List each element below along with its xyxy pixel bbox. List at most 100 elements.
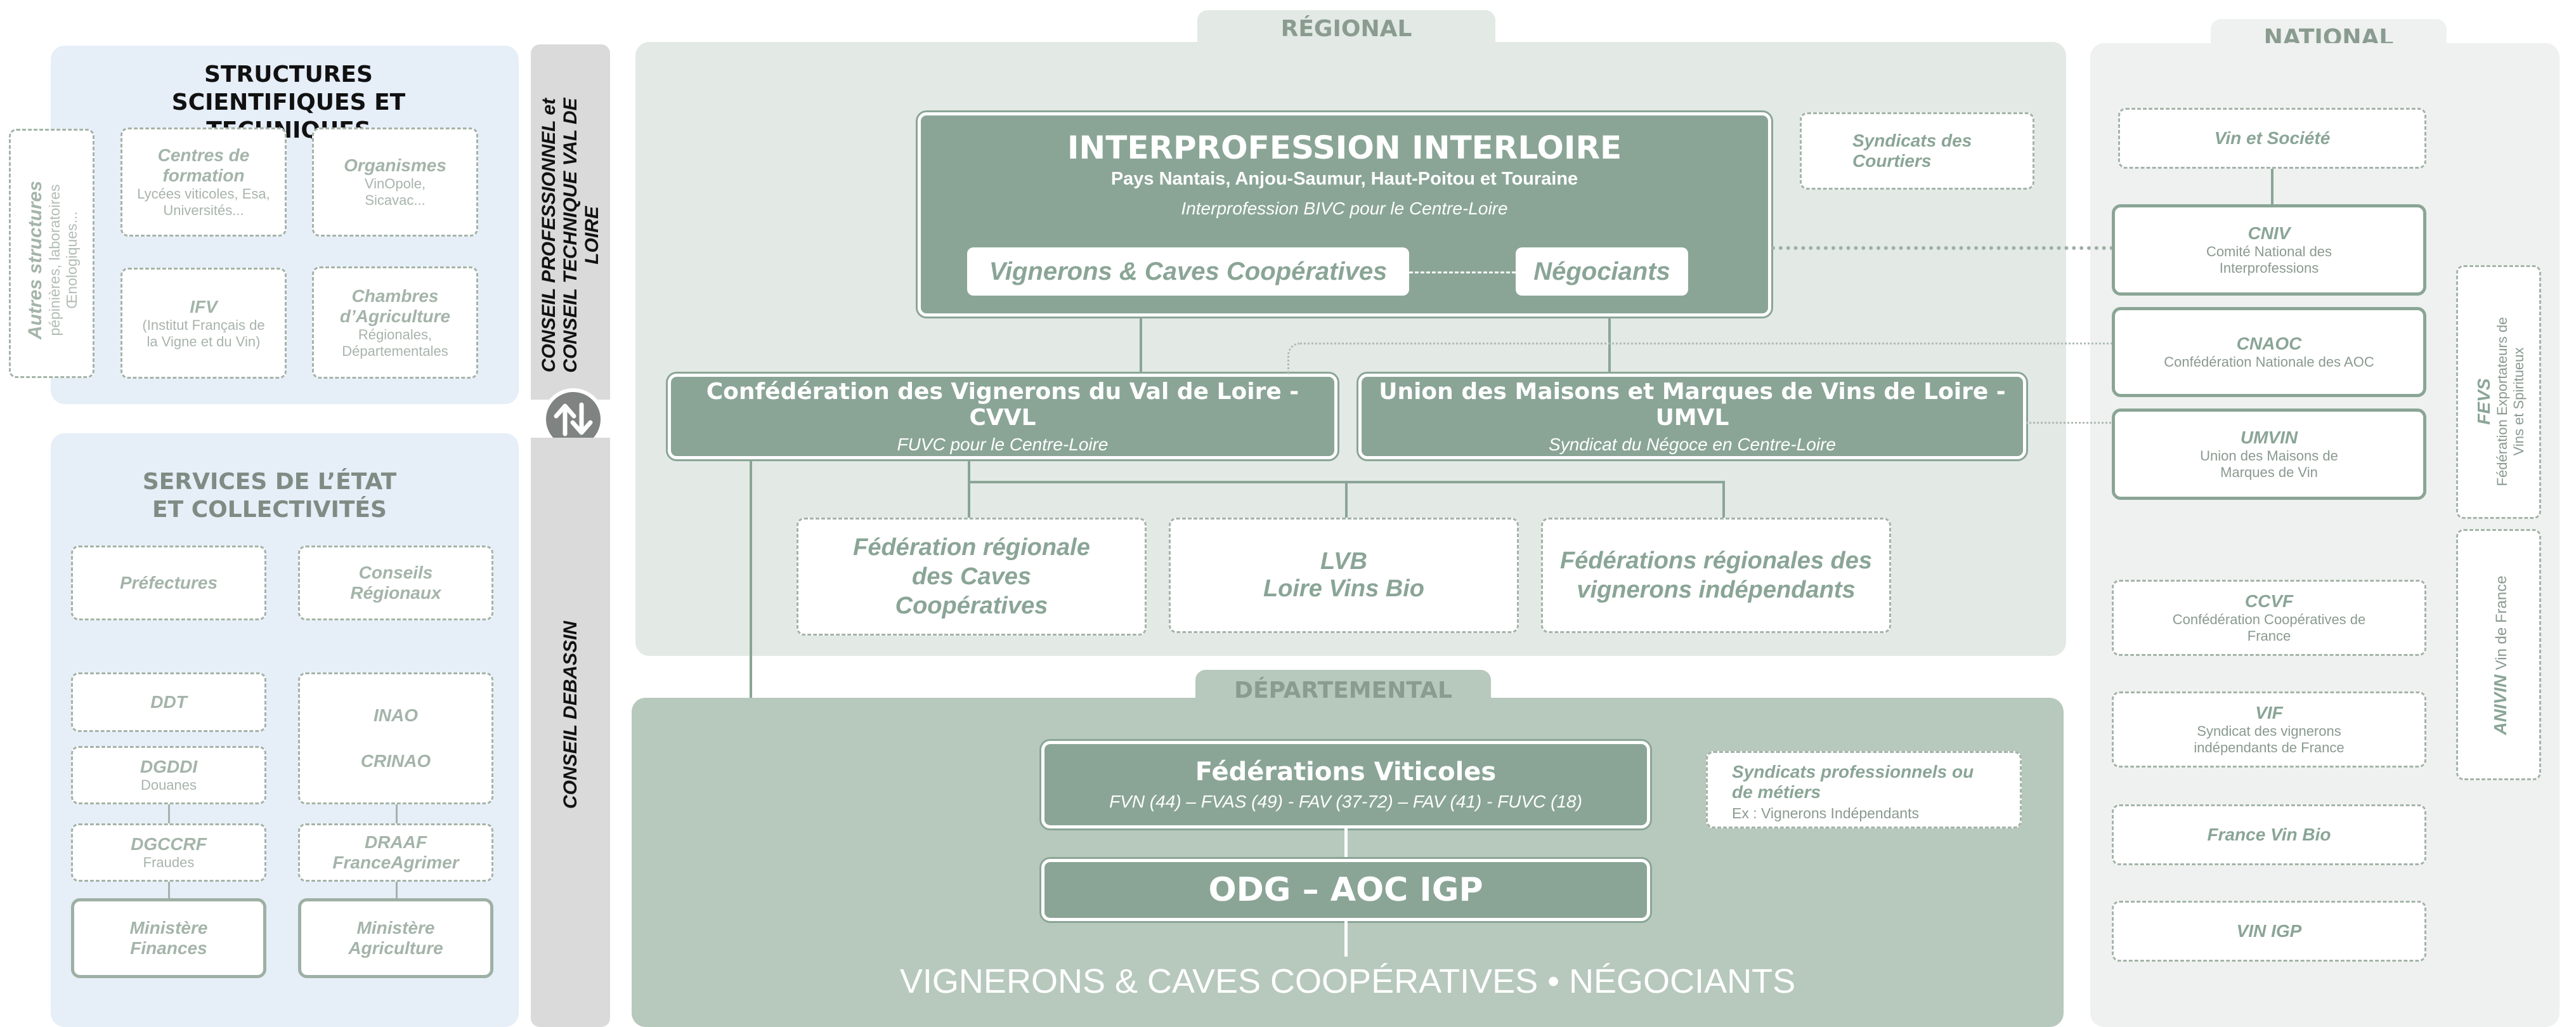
umvin-sub: Union des Maisons de Marques de Vin [2200,448,2338,480]
fed-caves-label: Fédération régionale des Caves Coopérati… [853,534,1090,619]
vif-sub: Syndicat des vignerons indépendants de F… [2194,723,2345,756]
cniv-sub: Comité National des Interprofessions [2206,244,2332,276]
france-vin-bio-label: France Vin Bio [2207,825,2331,844]
inao-crinao-box: INAO CRINAO [298,672,493,804]
fed-caves-box: Fédération régionale des Caves Coopérati… [797,518,1147,636]
dgddi-box: DGDDI Douanes [71,746,266,804]
odg-bottom-connector [1344,921,1348,957]
dgddi-title: DGDDI [140,757,198,776]
chambres-box: Chambres d’Agriculture Régionales, Dépar… [312,266,478,379]
dgccrf-sub: Fraudes [143,854,195,870]
conseil-bassin-bar: CONSEIL DEBASSIN [531,438,610,1027]
lvb-drop [1345,482,1348,518]
services-title: SERVICES DE L’ÉTAT ET COLLECTIVITÉS [142,469,397,523]
prefectures-box: Préfectures [71,546,266,620]
fed-caves-drop [968,482,970,518]
ddt-label: DDT [150,692,187,712]
dgccrf-title: DGCCRF [131,834,207,854]
chambres-sub: Régionales, Départementales [342,326,448,359]
draaf-label: DRAAF FranceAgrimer [332,832,459,872]
fevs-sub: Fédération Exportateurs de Vins et Spiri… [2494,317,2527,487]
vif-box: VIF Syndicat des vignerons indépendants … [2112,691,2426,768]
umvin-title: UMVIN [2240,428,2298,447]
conseil-professionnel-bar: CONSEIL PROFESSIONNEL et CONSEIL TECHNIQ… [531,44,610,400]
draaf-ministere-connector [396,882,398,898]
anivin-sub: Vin de France [2493,575,2510,670]
crinao-label: CRINAO [360,751,431,771]
ministere-finances-box: Ministère Finances [71,898,266,978]
fv-title: Fédérations Viticoles [1195,757,1497,787]
vin-igp-label: VIN IGP [2236,921,2302,941]
federations-viticoles-box: Fédérations Viticoles FVN (44) – FVAS (4… [1041,741,1650,828]
courtiers-label: Syndicats des Courtiers [1852,131,1972,171]
interloire-umvl-connector [1608,317,1611,374]
ministere-agriculture-box: Ministère Agriculture [298,898,493,978]
fed-independants-box: Fédérations régionales des vignerons ind… [1541,518,1891,633]
umvl-box: Union des Maisons et Marques de Vins de … [1358,374,2026,459]
lvb-line2: Loire Vins Bio [1263,575,1425,602]
interloire-cvvl-connector [1140,317,1142,374]
cvvl-dept-connector [750,459,752,792]
vin-igp-box: VIN IGP [2112,901,2426,962]
lvb-box: LVB Loire Vins Bio [1169,518,1519,633]
fed-independants-label: Fédérations régionales des vignerons ind… [1559,547,1873,603]
autres-sub: pépinières, laboratoires Œnologiques... [46,184,80,336]
vin-societe-label: Vin et Société [2214,128,2331,148]
fevs-box: FEVS Fédération Exportateurs de Vins et … [2456,265,2541,519]
dgddi-dgccrf-connector [168,804,170,823]
france-vin-bio-box: France Vin Bio [2112,804,2426,865]
centres-title: Centres de formation [157,145,250,185]
negociants-pill: Négociants [1516,247,1688,296]
ccvf-box: CCVF Confédération Coopératives de Franc… [2112,580,2426,656]
autres-title: Autres structures [25,180,46,340]
negociants-label: Négociants [1533,257,1670,285]
syndicats-pro-title: Syndicats professionnels ou de métiers [1732,762,1974,802]
umvl-title: Union des Maisons et Marques de Vins de … [1379,378,2006,431]
ddt-box: DDT [71,672,266,732]
ifv-sub: (Institut Français de la Vigne et du Vin… [142,317,265,350]
centres-sub: Lycées viticoles, Esa, Universités... [137,186,270,218]
umvin-box: UMVIN Union des Maisons de Marques de Vi… [2112,409,2426,500]
umvl-umvin-link [2026,422,2115,424]
vin-societe-cniv-connector [2271,169,2274,204]
fv-odg-connector [1344,828,1348,859]
ifv-box: IFV (Institut Français de la Vigne et du… [120,268,287,379]
centres-formation-box: Centres de formation Lycées viticoles, E… [120,128,287,237]
organismes-title: Organismes [344,155,446,175]
syndicats-pro-box: Syndicats professionnels ou de métiers E… [1706,751,2022,828]
bottom-label: VIGNERONS & CAVES COOPÉRATIVES • NÉGOCIA… [899,962,1796,1000]
umvl-sub: Syndicat du Négoce en Centre-Loire [1549,434,1836,454]
cnaoc-title: CNAOC [2236,334,2302,353]
syndicats-pro-sub: Ex : Vignerons Indépendants [1732,805,1919,821]
ministere-finances-label: Ministère Finances [129,918,208,958]
fed-indep-drop [1722,482,1725,518]
conseil-bassin-label: CONSEIL DEBASSIN [560,620,581,809]
anivin-title: ANIVIN [2490,674,2510,735]
interloire-subtitle: Pays Nantais, Anjou-Saumur, Haut-Poitou … [1110,169,1578,189]
chambres-title: Chambres d’Agriculture [339,285,451,326]
autres-structures-box: Autres structures pépinières, laboratoir… [9,129,94,378]
dgccrf-box: DGCCRF Fraudes [71,823,266,882]
conseils-regionaux-label: Conseils Régionaux [350,563,441,603]
dgccrf-ministere-connector [168,882,170,898]
cvvl-title: Confédération des Vignerons du Val de Lo… [706,378,1299,431]
cniv-title: CNIV [2247,223,2291,243]
organismes-sub: VinOpole, Sicavac... [364,176,426,208]
conseil-professionnel-label: CONSEIL PROFESSIONNEL et CONSEIL TECHNIQ… [538,98,602,373]
interloire-title: INTERPROFESSION INTERLOIRE [1067,129,1622,166]
odg-label: ODG – AOC IGP [1208,871,1483,909]
cnaoc-sub: Confédération Nationale des AOC [2164,354,2374,370]
fv-sub: FVN (44) – FVAS (49) - FAV (37-72) – FAV… [1109,792,1582,811]
ministere-agriculture-label: Ministère Agriculture [348,918,443,958]
vin-societe-box: Vin et Société [2118,108,2426,169]
anivin-box: ANIVIN Vin de France [2456,529,2541,780]
umvl-cnaoc-link [1287,343,2115,374]
vif-title: VIF [2255,703,2283,723]
ifv-title: IFV [190,296,218,317]
vignerons-label: Vignerons & Caves Coopératives [989,257,1388,285]
fevs-title: FEVS [2474,378,2494,425]
cnaoc-box: CNAOC Confédération Nationale des AOC [2112,307,2426,397]
ccvf-title: CCVF [2244,591,2294,611]
inao-label: INAO [374,705,418,725]
organismes-box: Organismes VinOpole, Sicavac... [312,128,478,237]
